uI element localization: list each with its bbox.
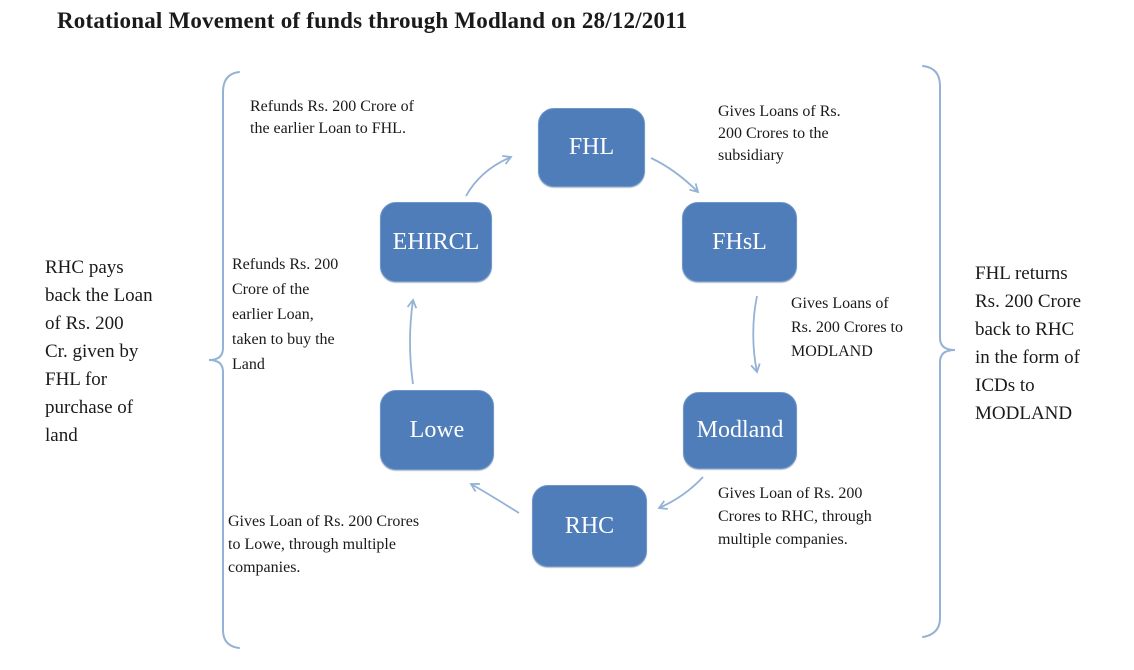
arrow-ehircl-to-fhl [465,155,513,197]
arrow-fhsl-to-modland [750,295,761,374]
arrow-modland-to-rhc [657,476,704,510]
annotation-loan-to-lowe: Gives Loan of Rs. 200 Crores to Lowe, th… [228,513,420,576]
annotation-loans-to-subsidiary: Gives Loans of Rs. 200 Crores to the sub… [718,103,841,164]
side-note-rhc-pays-back: RHC pays back the Loan of Rs. 200 Cr. gi… [45,257,153,446]
side-note-fhl-returns: FHL returns Rs. 200 Crore back to RHC in… [975,263,1082,424]
node-fhl: FHL [538,108,645,187]
arrow-rhc-to-lowe [469,483,520,514]
annotation-loan-to-rhc: Gives Loan of Rs. 200 Crores to RHC, thr… [718,485,872,548]
node-modland: Modland [683,392,797,469]
annotation-refund-to-fhl: Refunds Rs. 200 Crore of the earlier Loa… [250,98,414,137]
left-brace [208,71,240,649]
node-rhc: RHC [532,485,647,567]
arrow-fhl-to-fhsl [650,157,700,194]
node-lowe: Lowe [380,390,494,470]
node-ehircl: EHIRCL [380,202,492,282]
page-title: Rotational Movement of funds through Mod… [57,8,688,33]
arrow-lowe-to-ehircl [406,298,418,385]
annotation-refunds-earlier-loan: Refunds Rs. 200 Crore of the earlier Loa… [232,256,339,373]
node-fhsl: FHsL [682,202,797,282]
right-brace [922,65,956,638]
annotation-loans-to-modland: Gives Loans of Rs. 200 Crores to MODLAND [791,295,903,360]
